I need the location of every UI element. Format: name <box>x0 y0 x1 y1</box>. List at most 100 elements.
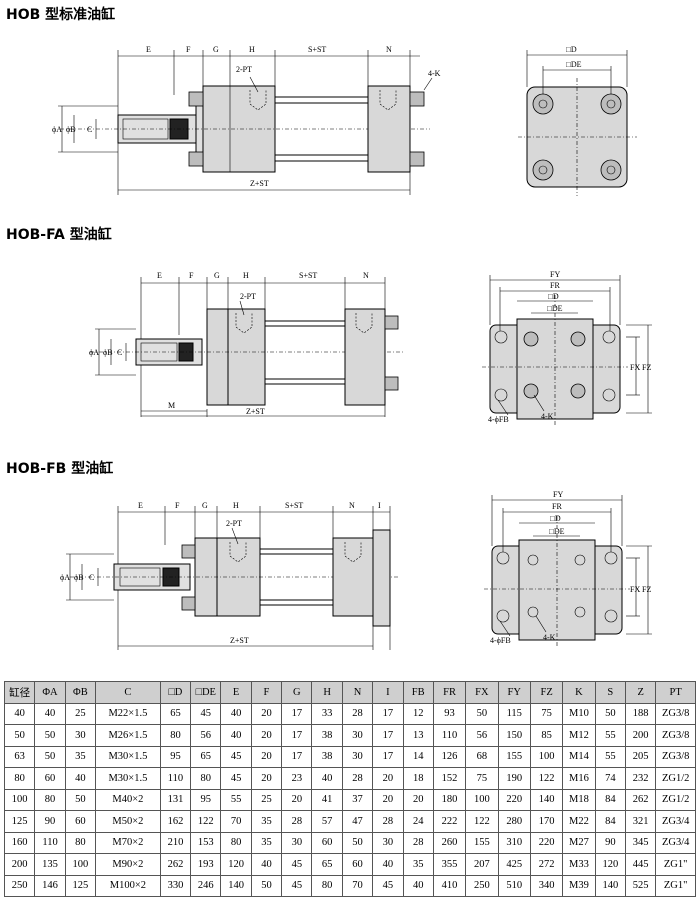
table-cell: 60 <box>34 767 66 790</box>
table-cell: 100 <box>3 788 36 811</box>
column-header: ΦA <box>34 681 66 704</box>
table-cell: 38 <box>311 724 343 747</box>
dim-label: S+ST <box>285 501 303 510</box>
table-cell: 50 <box>34 745 66 768</box>
table-cell: 80 <box>190 767 222 790</box>
table-cell: 410 <box>432 874 467 897</box>
dim-label: FZ <box>642 585 651 594</box>
dim-label: H <box>243 271 249 280</box>
table-cell: 250 <box>3 874 36 897</box>
hob-side-view: E F G H S+ST N ϕA ϕB <box>52 45 441 195</box>
dim-label: N <box>363 271 369 280</box>
dim-label: ϕB <box>66 125 76 134</box>
table-cell: 40 <box>34 702 66 725</box>
dim-label: I <box>378 501 381 510</box>
table-cell: 100 <box>529 745 564 768</box>
table-cell: 95 <box>159 745 192 768</box>
table-cell: ZG3/4 <box>655 831 696 854</box>
table-cell: 35 <box>64 745 97 768</box>
table-cell: 35 <box>250 810 283 833</box>
dim-label: 2-PT <box>226 519 242 528</box>
dim-label: Z+ST <box>246 407 265 416</box>
table-cell: 170 <box>529 810 564 833</box>
table-cell: 45 <box>281 853 313 876</box>
table-cell: 50 <box>34 724 66 747</box>
table-cell: 75 <box>465 767 499 790</box>
column-header: G <box>281 681 313 704</box>
table-cell: 80 <box>64 831 97 854</box>
table-cell: 262 <box>159 853 192 876</box>
table-cell: 425 <box>497 853 531 876</box>
dim-label: FX <box>630 585 640 594</box>
table-cell: 28 <box>402 831 434 854</box>
section-title-hob-fb: HOB-FB 型油缸 <box>6 461 114 477</box>
dim-label: E <box>146 45 151 54</box>
table-cell: M22×1.5 <box>95 702 161 725</box>
column-header: FY <box>497 681 531 704</box>
table-cell: ZG1" <box>655 874 696 897</box>
table-cell: 80 <box>34 788 66 811</box>
table-cell: ZG3/8 <box>655 724 696 747</box>
dim-label: C <box>87 125 92 134</box>
table-cell: 33 <box>311 702 343 725</box>
table-cell: 50 <box>465 702 499 725</box>
table-cell: 40 <box>220 724 252 747</box>
table-cell: 17 <box>372 702 404 725</box>
table-cell: 355 <box>432 853 467 876</box>
dim-label: ϕA <box>52 125 62 134</box>
column-header: K <box>562 681 596 704</box>
dim-label: S+ST <box>308 45 326 54</box>
column-header: F <box>250 681 283 704</box>
column-header: ΦB <box>64 681 97 704</box>
table-cell: 55 <box>220 788 252 811</box>
dim-label: ϕB <box>74 573 84 582</box>
table-cell: 20 <box>372 788 404 811</box>
table-cell: 193 <box>190 853 222 876</box>
table-cell: 120 <box>220 853 252 876</box>
dim-label: C <box>89 573 94 582</box>
table-cell: 110 <box>432 724 467 747</box>
table-cell: M12 <box>562 724 596 747</box>
column-header: 缸径 <box>3 681 36 704</box>
table-cell: 40 <box>372 853 404 876</box>
table-cell: 47 <box>341 810 374 833</box>
table-cell: 131 <box>159 788 192 811</box>
table-cell: M70×2 <box>95 831 161 854</box>
table-cell: 45 <box>281 874 313 897</box>
table-cell: 525 <box>624 874 657 897</box>
table-cell: 95 <box>190 788 222 811</box>
table-cell: 65 <box>311 853 343 876</box>
dim-label: □D <box>550 514 561 523</box>
table-cell: 207 <box>465 853 499 876</box>
table-cell: 188 <box>624 702 657 725</box>
table-cell: 30 <box>341 724 374 747</box>
dim-label: 4-ϕFB <box>488 415 509 424</box>
table-cell: 110 <box>34 831 66 854</box>
dim-label: C <box>117 348 122 357</box>
dim-label: ϕA <box>89 348 99 357</box>
dim-label: N <box>386 45 392 54</box>
table-cell: 55 <box>594 745 627 768</box>
hob-end-view: □D □DE <box>518 45 637 196</box>
table-cell: 17 <box>281 724 313 747</box>
table-cell: 30 <box>341 745 374 768</box>
table-cell: M14 <box>562 745 596 768</box>
table-cell: 160 <box>3 831 36 854</box>
table-cell: 80 <box>3 767 36 790</box>
table-cell: 100 <box>465 788 499 811</box>
dim-label: □D <box>566 45 577 54</box>
dim-label: G <box>214 271 220 280</box>
dim-label: □DE <box>566 60 582 69</box>
dim-label: 4-K <box>428 69 441 78</box>
table-cell: M30×1.5 <box>95 745 161 768</box>
hob-fa-end-view: FY FR □D □DE FX FZ 4-ϕFB 4-K <box>482 270 652 427</box>
table-cell: ZG3/8 <box>655 745 696 768</box>
table-cell: 84 <box>594 810 627 833</box>
table-cell: M90×2 <box>95 853 161 876</box>
table-cell: 135 <box>34 853 66 876</box>
table-cell: 200 <box>624 724 657 747</box>
